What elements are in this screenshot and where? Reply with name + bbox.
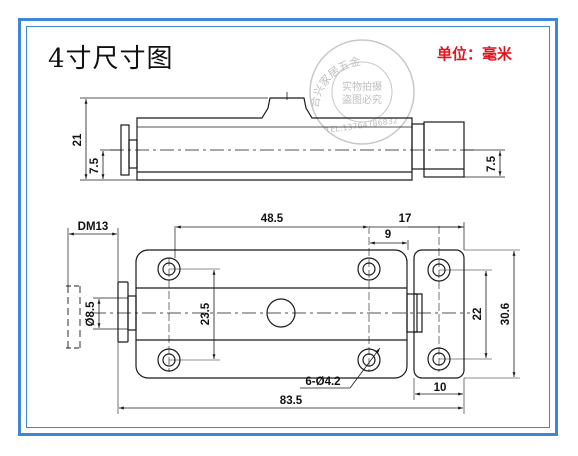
dim-keeper-height: 30.6 (500, 303, 512, 325)
watermark-line1: 实物拍摄 (342, 80, 382, 93)
mounting-holes (157, 257, 381, 372)
dim-total-length: 83.5 (280, 395, 303, 407)
dim-holes: 6-Ø4.2 (305, 376, 340, 388)
dim-bolt-dia: DM13 (78, 221, 109, 233)
dim-keeper-base: 10 (434, 382, 447, 394)
unit-label: 单位：毫米 (437, 46, 513, 63)
dim-keeper-width: 17 (399, 213, 412, 225)
dim-height: 21 (72, 133, 84, 146)
page-title: 4寸尺寸图 (48, 44, 174, 74)
watermark-line2: 盗图必究 (342, 93, 382, 106)
dim-keeper-hole-offset: 9 (385, 229, 391, 241)
dim-left-offset: 7.5 (89, 157, 101, 174)
dim-right-offset: 7.5 (486, 155, 498, 172)
inner-frame (26, 26, 550, 428)
dim-pin-dia: Ø8.5 (85, 301, 97, 327)
side-view (80, 92, 505, 181)
watermark-phone: TEL:13764786832 (324, 116, 399, 135)
watermark: 合兴家居五金 实物拍摄 盗图必究 TEL:13764786832 (307, 39, 415, 145)
dim-keeper-hole-spacing: 22 (472, 308, 484, 321)
dim-hole-spacing-x: 48.5 (261, 213, 284, 225)
front-view (66, 222, 520, 414)
dim-hole-spacing-y: 23.5 (200, 302, 212, 325)
